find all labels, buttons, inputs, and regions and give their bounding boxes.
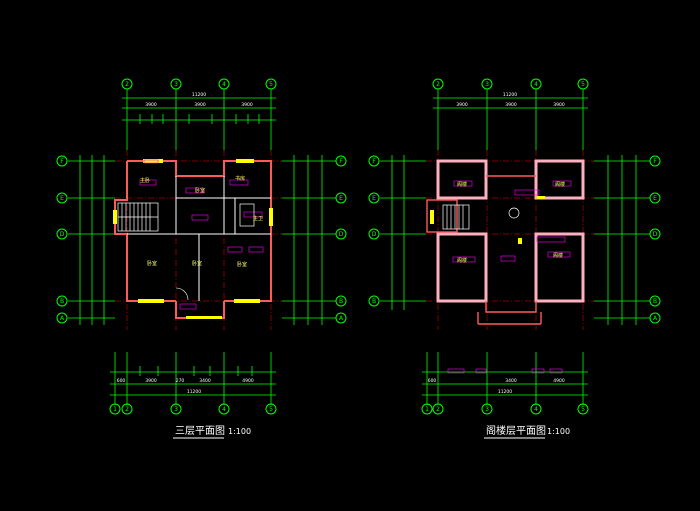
top-total-dimension: 11200	[192, 92, 206, 98]
room-label: 书房	[235, 175, 245, 182]
bottom-axis-label: 5	[581, 406, 585, 413]
room-label: 卧室	[147, 260, 157, 267]
bottom-axis-label: 5	[269, 406, 273, 413]
top-axis-label: 3	[174, 81, 178, 88]
right-axis-label: B	[339, 298, 343, 305]
door-swing	[175, 287, 189, 301]
left-axis-label: B	[372, 298, 376, 305]
room-label: 卧室	[195, 187, 205, 194]
bottom-axis-label: 1	[425, 406, 429, 413]
plan-title: 三层平面图	[175, 425, 225, 437]
windows	[113, 159, 273, 319]
attic-rooms	[436, 159, 585, 303]
room-label: 阁楼	[457, 257, 467, 264]
bottom-dimension: 3400	[199, 378, 211, 384]
room-label: 卧室	[192, 260, 202, 267]
bottom-dimension: 4900	[553, 378, 565, 384]
bottom-dimension: 3900	[145, 378, 157, 384]
right-axis-label: F	[339, 158, 343, 165]
room-label: 主卧	[140, 177, 150, 184]
bottom-axis-label: 3	[174, 406, 178, 413]
right-axis-label: A	[653, 315, 658, 322]
side-dimension-lines	[68, 155, 336, 325]
left-axis-label: F	[372, 158, 376, 165]
top-axis-label: 5	[581, 81, 585, 88]
plan-scale: 1:100	[228, 427, 251, 436]
bottom-dimension: 270	[176, 378, 185, 384]
bottom-dimension: 3400	[505, 378, 517, 384]
bathroom-fixture	[239, 203, 255, 227]
right-axis-label: E	[339, 195, 343, 202]
bottom-dimension: 4900	[242, 378, 254, 384]
bottom-dimension: 600	[117, 378, 126, 384]
right-axis-label: D	[339, 231, 344, 238]
top-total-dimension: 11200	[503, 92, 517, 98]
top-dimension: 3900	[505, 102, 517, 108]
room-label: 阁楼	[555, 181, 565, 188]
left-axis-label: E	[60, 195, 64, 202]
right-axis-label: B	[653, 298, 657, 305]
bottom-dimension-lines	[110, 352, 276, 405]
room-label: 阁楼	[553, 252, 563, 259]
staircase	[117, 202, 159, 232]
top-axis-label: 3	[485, 81, 489, 88]
room-label: 卧室	[237, 261, 247, 268]
top-axis-label: 4	[222, 81, 226, 88]
top-dimension: 3900	[553, 102, 565, 108]
plan-scale: 1:100	[547, 427, 570, 436]
bottom-axis-label: 2	[125, 406, 129, 413]
third-floor-plan: 2 3 4 5 11200 3900 3900 3900	[56, 78, 347, 439]
interior-walls	[127, 176, 271, 301]
left-axis-label: D	[60, 231, 65, 238]
left-axis-label: A	[60, 315, 65, 322]
bottom-axis-label: 4	[534, 406, 538, 413]
annotation-boxes	[139, 159, 264, 310]
bottom-axis-label: 2	[436, 406, 440, 413]
top-dimension: 3900	[241, 102, 253, 108]
bottom-axis-label: 4	[222, 406, 226, 413]
left-axis-label: D	[372, 231, 377, 238]
right-axis-label: E	[653, 195, 657, 202]
right-axis-label: F	[653, 158, 657, 165]
bottom-total-dimension: 11200	[498, 389, 512, 395]
right-axis-label: A	[339, 315, 344, 322]
room-label: 主卫	[253, 215, 263, 222]
top-dimension: 3900	[456, 102, 468, 108]
top-axis-label: 2	[125, 81, 129, 88]
left-axis-label: B	[60, 298, 64, 305]
bottom-dimension: 600	[428, 378, 437, 384]
top-dimension: 3900	[145, 102, 157, 108]
room-label: 阁楼	[457, 181, 467, 188]
top-axis-label: 4	[534, 81, 538, 88]
top-dimension-lines	[122, 89, 276, 150]
bottom-axis-label: 1	[113, 406, 117, 413]
top-axis-label: 2	[436, 81, 440, 88]
right-axis-label: D	[653, 231, 658, 238]
plan-title: 阁楼层平面图	[486, 424, 546, 437]
attic-outline	[426, 175, 542, 325]
attic-plan: 2 3 4 5 11200 3900 3900 3900	[368, 78, 661, 439]
top-axis-label: 5	[269, 81, 273, 88]
bottom-axis-label: 3	[485, 406, 489, 413]
left-axis-label: F	[60, 158, 64, 165]
bottom-total-dimension: 11200	[187, 389, 201, 395]
left-axis-label: E	[372, 195, 376, 202]
top-dimension: 3900	[194, 102, 206, 108]
